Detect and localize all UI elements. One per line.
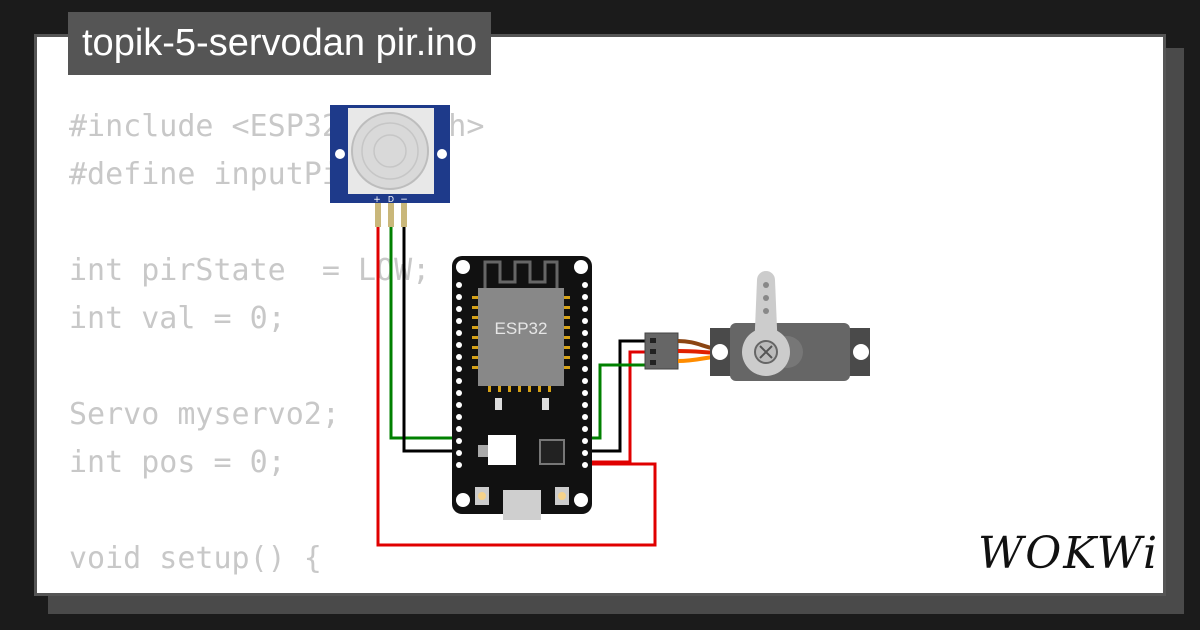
code-line: int val = 0; (69, 301, 286, 336)
wokwi-logo: WOKWi (978, 528, 1160, 579)
pir-sensor-icon[interactable]: + D − (330, 105, 450, 227)
wire-power (376, 205, 657, 547)
servo-motor-icon[interactable] (710, 271, 870, 381)
pir-pin-data: D (388, 195, 394, 204)
page-title: topik-5-servodan pir.ino (68, 12, 491, 75)
wire-ground (402, 205, 462, 453)
wire-servo-ground (590, 339, 648, 453)
pir-wires (376, 205, 657, 547)
code-line: int pos = 0; (69, 445, 286, 480)
code-line: void setup() { (69, 541, 322, 576)
wire-signal (389, 205, 462, 440)
code-line: Servo myservo2; (69, 397, 340, 432)
code-line: pinMode(ledPin, OUTPUT); (69, 583, 539, 593)
esp32-pin-headers (456, 282, 588, 468)
esp32-board-icon[interactable]: ESP32 (452, 256, 592, 520)
wire-servo-signal (590, 363, 648, 440)
wire-servo-power (590, 350, 648, 464)
pir-pin-minus: − (400, 195, 408, 205)
esp32-chip-label: ESP32 (495, 319, 548, 338)
servo-wires (590, 339, 648, 464)
code-line: int pirState = LOW; (69, 253, 431, 288)
pir-pin-plus: + (373, 195, 381, 205)
